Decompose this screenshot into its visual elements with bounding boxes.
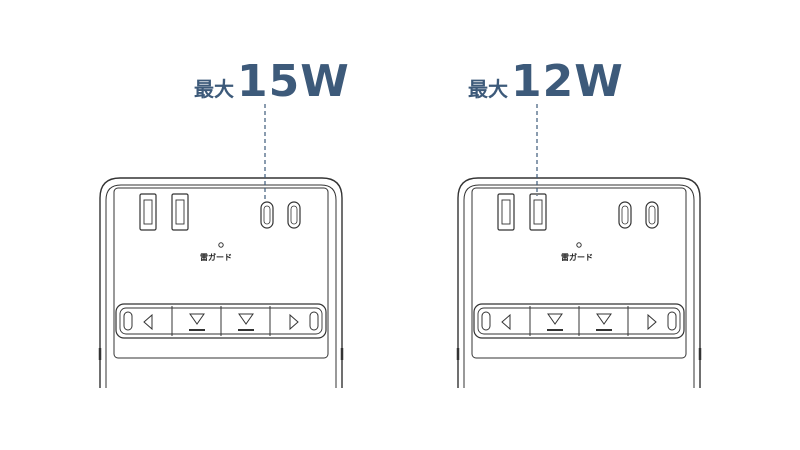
label-prefix: 最大 xyxy=(468,77,508,101)
power-label-left: 最大15W xyxy=(194,60,350,104)
power-strip-left xyxy=(98,176,344,390)
power-strip-right xyxy=(456,176,702,390)
label-value: 15W xyxy=(237,56,350,107)
guard-label-right: 雷ガード xyxy=(561,253,593,262)
label-value: 12W xyxy=(511,56,624,107)
guard-label-left: 雷ガード xyxy=(200,253,232,262)
label-prefix: 最大 xyxy=(194,77,234,101)
power-label-right: 最大12W xyxy=(468,60,624,104)
